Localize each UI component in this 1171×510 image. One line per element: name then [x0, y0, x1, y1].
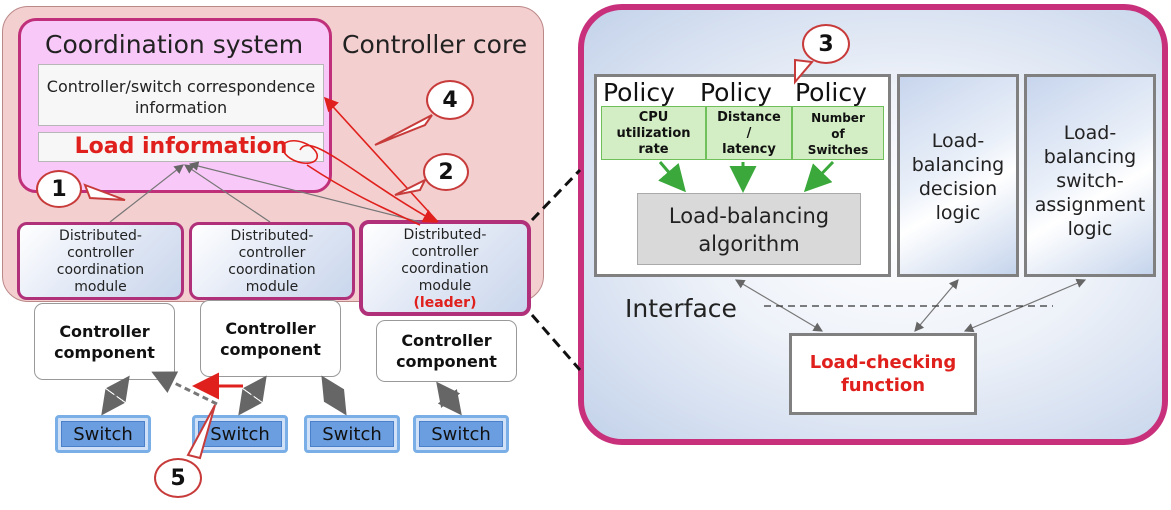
- module-2-line1: Distributed-: [230, 228, 314, 244]
- switch-4-label: Switch: [419, 421, 503, 447]
- coordination-module-1: Distributed- controller coordination mod…: [17, 222, 184, 300]
- policy-cpu-line2: utilization: [616, 126, 691, 141]
- policy-distance-latency: Distance / latency: [706, 106, 792, 160]
- callout-5: 5: [154, 458, 202, 498]
- assignment-line1: Load-: [1063, 122, 1117, 144]
- module-3-line4: module: [418, 278, 472, 294]
- zoom-guide-lines: [530, 168, 582, 371]
- module-2-line4: module: [245, 279, 299, 295]
- policy-label-2: Policy: [700, 78, 772, 107]
- module-to-load-arrows: [109, 161, 421, 223]
- module-3-line3: coordination: [401, 261, 489, 277]
- interface-arrows: [734, 278, 1087, 333]
- load-checking-function-box: Load-checking function: [789, 333, 977, 415]
- decision-line4: logic: [935, 202, 981, 224]
- module-2-line2: controller: [238, 245, 306, 261]
- leader-label: (leader): [413, 295, 477, 311]
- interface-label: Interface: [625, 294, 737, 323]
- policy-arrows: [658, 160, 835, 193]
- policy-number-of-switches: Number of Switches: [792, 106, 884, 160]
- correspondence-info-box: Controller/switch correspondence informa…: [38, 64, 324, 126]
- switch-1: Switch: [55, 415, 151, 453]
- policy-distance-line2: /: [746, 126, 752, 141]
- callout-1: 1: [36, 170, 82, 208]
- module-3-line2: controller: [411, 244, 479, 260]
- module-3-line1: Distributed-: [403, 227, 487, 243]
- leader-red-arrows: [192, 96, 439, 400]
- ctrl-2-line1: Controller: [225, 318, 316, 338]
- policy-number-line1: Number: [811, 111, 865, 125]
- ctrl-3-line1: Controller: [401, 331, 492, 350]
- ctrl-1-line1: Controller: [59, 321, 150, 341]
- switch-1-label: Switch: [61, 421, 145, 447]
- ctrl-3-line2: component: [396, 352, 497, 371]
- decision-line2: balancing: [911, 154, 1005, 176]
- load-checking-line2: function: [840, 375, 926, 396]
- callout-2: 2: [423, 153, 469, 191]
- coordination-system-title: Coordination system: [45, 30, 304, 59]
- policy-cpu-line3: rate: [638, 142, 669, 157]
- module-1-line4: module: [74, 279, 127, 295]
- switch-4: Switch: [413, 415, 509, 453]
- load-checking-line1: Load-checking: [809, 352, 957, 373]
- switch-assignment-logic-box: Load- balancing switch- assignment logic: [1024, 74, 1156, 277]
- policy-label-1: Policy: [603, 78, 675, 107]
- policy-cpu-utilization: CPU utilization rate: [601, 106, 706, 160]
- controller-component-3: Controller component: [376, 320, 517, 382]
- coordination-module-leader: Distributed- controller coordination mod…: [359, 220, 531, 316]
- load-information-box: Load information: [38, 132, 324, 162]
- policy-distance-line3: latency: [722, 142, 776, 157]
- algorithm-line1: Load-balancing: [668, 204, 830, 228]
- module-1-line2: controller: [67, 245, 134, 261]
- switch-2-label: Switch: [198, 421, 282, 447]
- assignment-line3: switch-: [1056, 170, 1124, 192]
- callout-3: 3: [802, 24, 850, 64]
- algorithm-line2: algorithm: [698, 232, 800, 256]
- assignment-line2: balancing: [1043, 146, 1137, 168]
- switch-3: Switch: [304, 415, 400, 453]
- decision-logic-box: Load- balancing decision logic: [897, 74, 1019, 277]
- callout-tails: [83, 58, 814, 460]
- controller-core-title: Controller core: [342, 30, 528, 59]
- module-1-line1: Distributed-: [59, 228, 142, 244]
- policy-distance-line1: Distance: [717, 110, 781, 125]
- ctrl-2-line2: component: [220, 339, 321, 359]
- assignment-line4: assignment: [1034, 194, 1146, 216]
- correspondence-info-text: Controller/switch correspondence informa…: [46, 77, 316, 117]
- module-1-line3: coordination: [56, 262, 145, 278]
- assignment-line5: logic: [1067, 218, 1113, 240]
- ctrl-1-line2: component: [54, 342, 155, 362]
- policy-cpu-line1: CPU: [638, 110, 669, 125]
- policy-number-line3: Switches: [807, 143, 869, 157]
- load-balancing-algorithm-box: Load-balancing algorithm: [637, 193, 861, 265]
- callout-4: 4: [426, 80, 474, 120]
- policy-label-3: Policy: [795, 78, 867, 107]
- decision-line3: decision: [918, 178, 998, 200]
- switch-3-label: Switch: [310, 421, 394, 447]
- load-information-text: Load information: [74, 134, 288, 159]
- module-2-line3: coordination: [228, 262, 316, 278]
- coordination-module-2: Distributed- controller coordination mod…: [189, 222, 355, 300]
- policy-number-line2: of: [831, 127, 845, 141]
- controller-switch-arrows: [101, 371, 462, 416]
- decision-line1: Load-: [931, 130, 985, 152]
